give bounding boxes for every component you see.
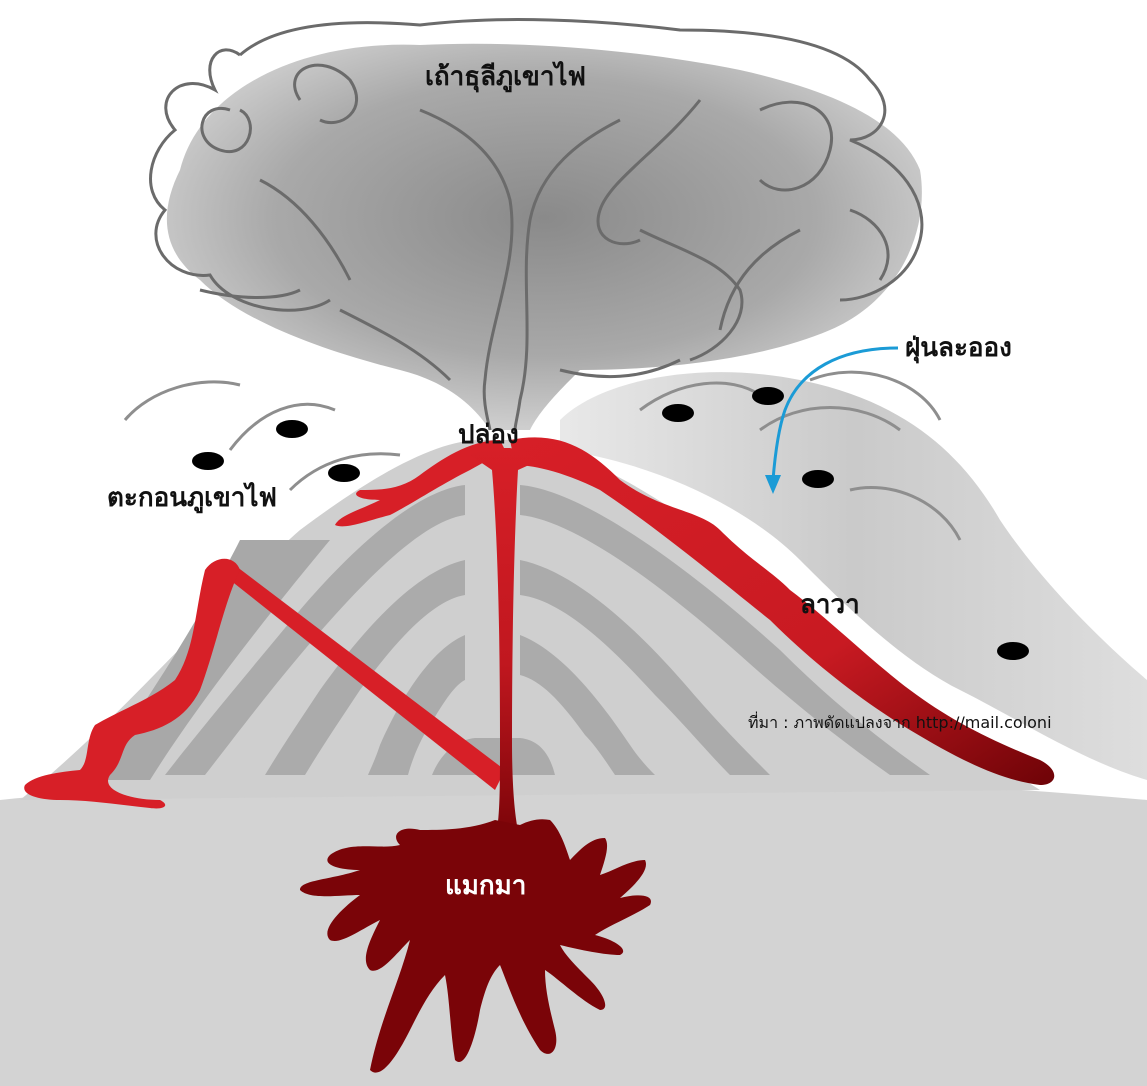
label-lava: ลาวา <box>800 592 860 618</box>
ash-cloud <box>167 44 922 430</box>
label-magma: แมกมา <box>445 873 526 899</box>
volcanic-bomb-icon <box>192 452 224 470</box>
label-ash-cloud: เถ้าธุลีภูเขาไฟ <box>425 64 586 90</box>
label-vent: ปล่อง <box>458 422 519 448</box>
source-credit: ที่มา : ภาพดัดแปลงจาก http://mail.coloni <box>748 715 1052 731</box>
volcanic-bomb-icon <box>662 404 694 422</box>
label-dust-particles: ฝุ่นละออง <box>905 335 1012 361</box>
volcanic-bomb-icon <box>276 420 308 438</box>
volcanic-bomb-icon <box>802 470 834 488</box>
volcanic-bomb-icon <box>752 387 784 405</box>
label-volcanic-sediment: ตะกอนภูเขาไฟ <box>107 485 277 511</box>
volcanic-bomb-icon <box>997 642 1029 660</box>
volcanic-bomb-icon <box>328 464 360 482</box>
